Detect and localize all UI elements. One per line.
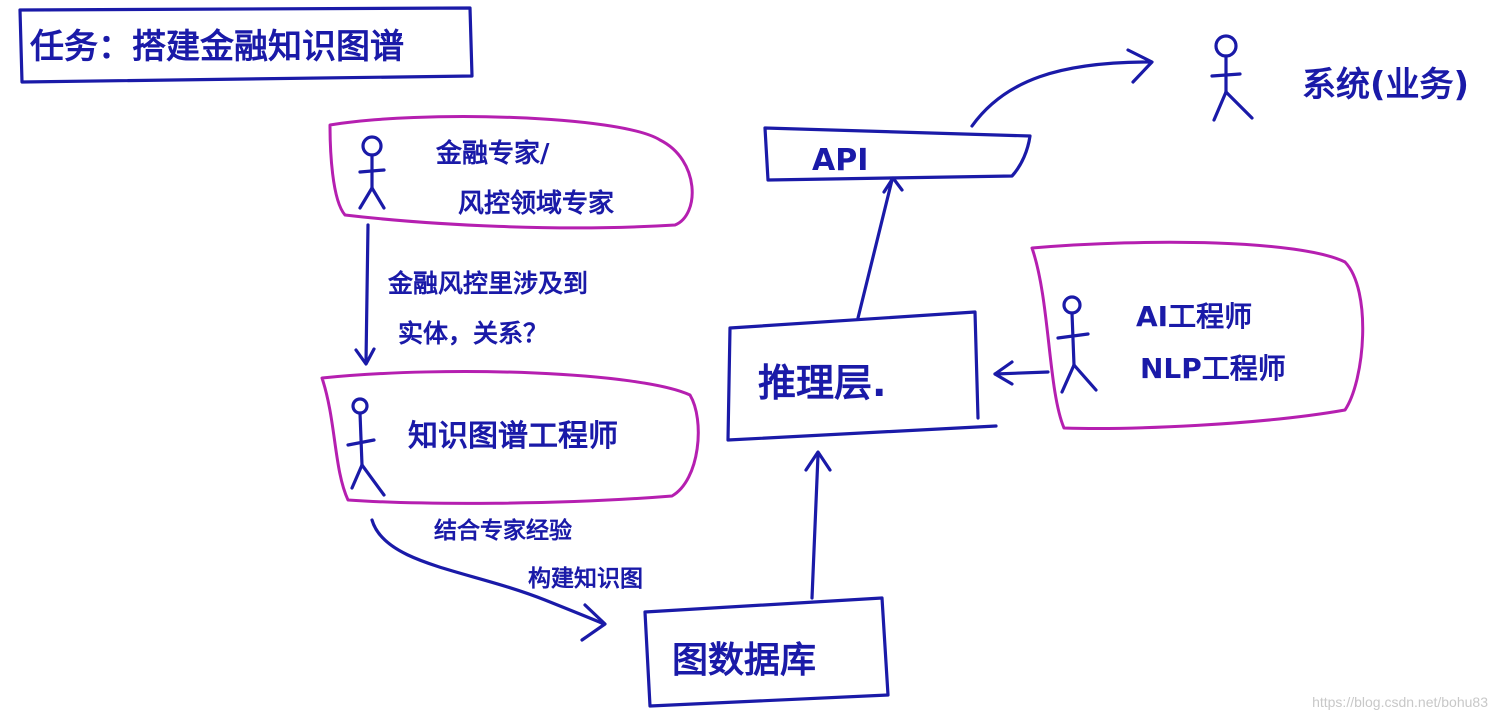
task-title: 任务：搭建金融知识图谱: [30, 27, 404, 67]
business-system-label: 系统(业务): [1302, 65, 1469, 105]
ai-engineer-person-icon: [1056, 295, 1098, 394]
watermark: https://blog.csdn.net/bohu83: [1312, 694, 1488, 710]
expert-person-icon: [358, 135, 386, 210]
reasoning-layer-label: 推理层.: [758, 361, 886, 405]
kg-engineer-highlight: [320, 370, 700, 505]
graph-db-label: 图数据库: [672, 640, 816, 681]
ai-to-reasoning-arrowhead: [993, 360, 1014, 386]
graph-db-box: [643, 596, 890, 708]
ai-to-reasoning-arrow: [993, 370, 1050, 376]
api-box: [763, 126, 1032, 182]
ai-engineer-label-line2: NLP工程师: [1140, 352, 1286, 385]
ai-engineer-label-line1: AI工程师: [1136, 300, 1252, 333]
expert-to-kg-arrowhead: [354, 347, 376, 366]
reasoning-to-api-line: [856, 178, 894, 320]
db-to-reasoning-arrowhead: [804, 450, 832, 472]
api-to-system-arrowhead: [1126, 48, 1154, 84]
reasoning-layer-box: [726, 310, 998, 442]
expert-to-kg-arrow: [364, 223, 370, 364]
expert-label-line1: 金融专家/: [435, 138, 550, 169]
expert-highlight: [328, 115, 694, 230]
edge-label-build-line1: 结合专家经验: [434, 517, 572, 544]
task-title-box: [18, 6, 474, 84]
ai-engineer-highlight: [1030, 240, 1365, 430]
business-person-icon: [1210, 34, 1254, 122]
edge-label-entities-line1: 金融风控里涉及到: [387, 269, 588, 298]
db-to-reasoning-arrow: [810, 453, 820, 600]
kg-engineer-person-icon: [346, 397, 386, 497]
edge-label-build-line2: 构建知识图: [528, 565, 643, 592]
api-to-system-arrow: [970, 60, 1152, 128]
kg-to-db-arrow: [370, 518, 606, 626]
edge-label-entities-line2: 实体，关系？: [398, 319, 548, 348]
expert-label-line2: 风控领域专家: [458, 188, 614, 219]
kg-to-db-arrowhead: [580, 603, 607, 642]
reasoning-to-api-arrowhead: [882, 176, 904, 194]
api-label: API: [812, 143, 868, 178]
kg-engineer-label: 知识图谱工程师: [408, 419, 618, 454]
